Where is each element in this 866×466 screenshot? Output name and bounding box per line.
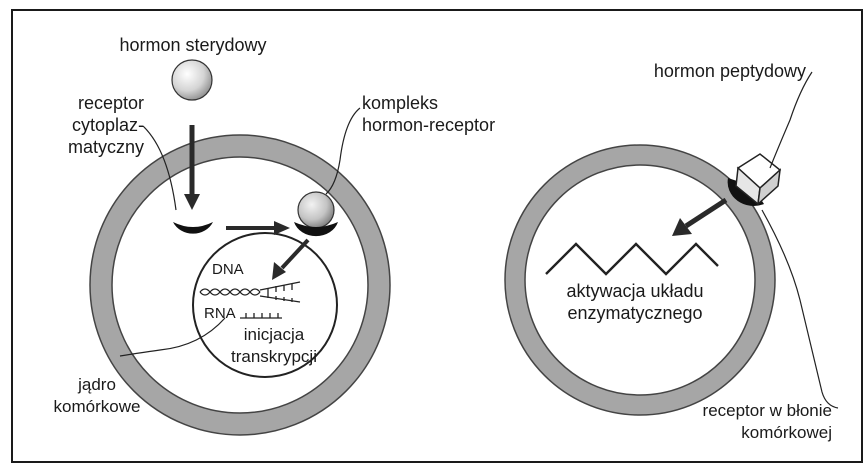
- transcription-initiation-label: inicjacja transkrypcji: [214, 324, 334, 368]
- steroid-hormone-label: hormon sterydowy: [108, 34, 278, 56]
- dna-label: DNA: [212, 262, 244, 278]
- cytoplasmic-receptor-label: receptor cytoplaz- matyczny: [20, 92, 144, 158]
- sphere-icon: [172, 60, 212, 100]
- leader-lines-right: [762, 72, 838, 408]
- membrane-receptor-label: receptor w błonie komórkowej: [632, 400, 832, 444]
- nucleus-label: jądro komórkowe: [42, 374, 152, 418]
- peptide-hormone-label: hormon peptydowy: [594, 60, 806, 82]
- enzyme-activation-label: aktywacja układu enzymatycznego: [540, 280, 730, 324]
- hormone-receptor-complex-label: kompleks hormon-receptor: [362, 92, 562, 136]
- rna-label: RNA: [204, 306, 236, 322]
